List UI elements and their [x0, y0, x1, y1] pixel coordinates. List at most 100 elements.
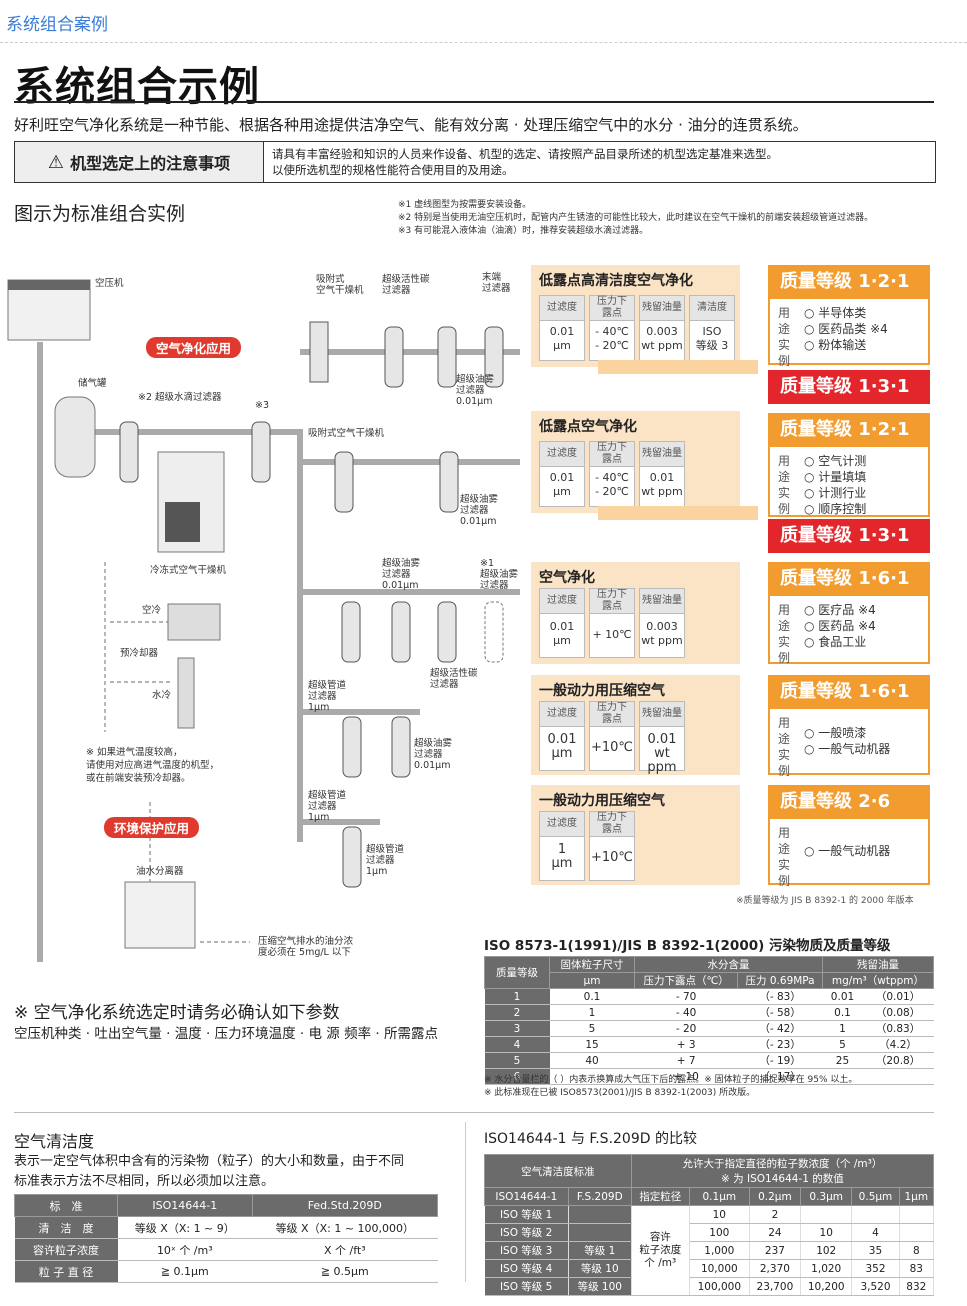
- cell-head: 过滤度: [540, 296, 584, 321]
- td: 5: [822, 1036, 863, 1053]
- cell-value: 0.003 wt ppm: [641, 325, 683, 352]
- cell-value: +10℃: [590, 850, 634, 865]
- notice-head: ⚠ 机型选定上的注意事项: [15, 142, 264, 182]
- cell: 残留油量 0.003 wt ppm: [639, 588, 685, 658]
- td: 102: [800, 1241, 853, 1260]
- th: Fed.Std.209D: [251, 1194, 439, 1217]
- cell-value: 0.01 μm: [549, 620, 575, 647]
- use-item: ○ 一般喷漆: [804, 726, 867, 740]
- cell-value: 0.01 wt ppm: [647, 732, 677, 775]
- notice-box: ⚠ 机型选定上的注意事项 请具有丰富经验和知识的人员来作设备、机型的选定、请按照…: [14, 141, 936, 183]
- td: 0.1: [822, 1004, 863, 1021]
- diagram-lines: [7, 279, 520, 962]
- cell: 压力下 露点+ 10℃: [589, 588, 635, 658]
- table-row: 清 洁 度等级 X（X: 1 ~ 9）等级 X（X: 1 ~ 100,000）: [14, 1216, 438, 1239]
- use-item: ○ 计量填填: [804, 470, 867, 484]
- cell-head: 压力下 露点: [590, 442, 634, 467]
- td: 2: [484, 1004, 550, 1021]
- use-label: 用途实例: [778, 306, 791, 368]
- label-oil-mist-3: 超级油雾 过滤器 0.01μm: [382, 558, 421, 591]
- use-item: ○ 食品工业: [804, 635, 867, 649]
- use-item: ○ 空气计测: [804, 454, 867, 468]
- th: 压力下露点（℃）: [633, 972, 739, 989]
- td: [851, 1205, 900, 1224]
- divider-vertical: [465, 1122, 466, 1282]
- td: 1: [822, 1020, 863, 1037]
- notice-line: 以使所选机型的规格性能符合使用目的及用途。: [272, 163, 514, 177]
- arrow: [598, 506, 758, 520]
- use-box: 用途实例 ○ 一般喷漆 ○ 一般气动机器: [768, 709, 930, 778]
- compare-title: ISO14644-1 与 F.S.209D 的比较: [484, 1131, 697, 1147]
- compare-table: 空气清洁度标准 允许大于指定直径的粒子数浓度（个 /m³）※ 为 ISO1464…: [484, 1154, 935, 1296]
- td: 100: [689, 1223, 750, 1242]
- quality-grade-alt: 质量等级 1·3·1: [768, 370, 930, 404]
- use-label: 用途实例: [778, 826, 791, 888]
- params-title: ※ 空气净化系统选定时请务必确认如下参数: [14, 1003, 340, 1023]
- td: （0.01）: [862, 988, 934, 1005]
- note: ※2 特别是当使用无油空压机时，配管内产生锈渣的可能性比较大，此时建议在空气干燥…: [398, 213, 874, 223]
- quality-grade: 质量等级 1·6·1: [768, 562, 930, 596]
- td: 10,000: [689, 1259, 750, 1278]
- cell-value: 0.003 wt ppm: [641, 620, 683, 647]
- th: 质量等级: [484, 956, 550, 989]
- td: + 7: [634, 1052, 738, 1069]
- warning-icon: ⚠: [47, 151, 65, 173]
- td: 容许粒子浓度: [14, 1238, 118, 1261]
- td: 35: [851, 1241, 900, 1260]
- note: ※3 有可能混入液体油（油滴）时，推荐安装超级水滴过滤器。: [398, 226, 649, 236]
- cleanliness-body: 表示一定空气体积中含有的污染物（粒子）的大小和数量，由于不同 标准表示方法不尽相…: [14, 1152, 404, 1192]
- th: 固体粒子尺寸: [549, 956, 635, 973]
- td: -: [822, 1068, 863, 1085]
- iso8573-title: ISO 8573-1(1991)/JIS B 8392-1(2000) 污染物质…: [484, 938, 891, 954]
- cell-head: 残留油量: [640, 589, 684, 614]
- td: 832: [899, 1277, 935, 1296]
- td: 2: [749, 1205, 802, 1224]
- panel-title: 一般动力用压缩空气: [539, 683, 665, 699]
- label-fridge-dryer: 冷冻式空气干燥机: [150, 565, 227, 576]
- th: 水分含量: [634, 956, 823, 973]
- td: - 40: [634, 1004, 738, 1021]
- label-pipe-filter-2: 超级管道 过滤器 1μm: [308, 790, 347, 823]
- use-item: ○ 一般气动机器: [804, 742, 891, 756]
- td: 25: [822, 1052, 863, 1069]
- label-active-carbon: 超级活性碳 过滤器: [382, 274, 430, 296]
- quality-grade: 质量等级 1·2·1: [768, 265, 930, 299]
- breadcrumb[interactable]: 系统组合案例: [6, 15, 108, 35]
- td: 等级 X（X: 1 ~ 100,000）: [252, 1216, 438, 1239]
- td: 1: [484, 988, 550, 1005]
- td: （- 58）: [737, 1004, 823, 1021]
- cell: 残留油量 0.003 wt ppm: [639, 295, 685, 361]
- section-heading: 图示为标准组合实例: [14, 203, 186, 225]
- cell: 压力下 露点+10℃: [589, 811, 635, 881]
- td: [899, 1223, 935, 1242]
- cell-value: - 40℃ - 20℃: [595, 471, 629, 498]
- label-ref3: ※3: [255, 400, 270, 411]
- td: 8: [899, 1241, 935, 1260]
- use-item: ○ 医疗品 ※4: [804, 603, 876, 617]
- quality-grade: 质量等级 1·2·1: [768, 413, 930, 447]
- note: ※ 此标准现在已被 ISO8573(2001)/JIS B 8392-1(200…: [484, 1088, 756, 1098]
- cell-value: 0.01 wt ppm: [641, 471, 683, 498]
- td: 5: [484, 1052, 550, 1069]
- cell-head: 残留油量: [640, 296, 684, 321]
- use-item: ○ 半导体类: [804, 306, 867, 320]
- td: 3: [484, 1020, 550, 1037]
- td: 等级 X（X: 1 ~ 9）: [117, 1216, 253, 1239]
- label-oil-mist: 超级油雾 过滤器 0.01μm: [456, 374, 495, 407]
- th: 0.3μm: [800, 1187, 853, 1206]
- th: 指定粒径: [630, 1187, 690, 1206]
- use-item: ○ 顺序控制: [804, 502, 867, 516]
- env-app-pill: 环境保护应用: [104, 817, 200, 838]
- td: 5: [549, 1020, 635, 1037]
- td: 等级 10: [568, 1259, 632, 1278]
- td: - 20: [634, 1020, 738, 1037]
- quality-grade: 质量等级 2·6: [768, 785, 930, 819]
- label-precool: 预冷却器: [120, 648, 159, 659]
- cell-head: 压力下 露点: [590, 589, 634, 614]
